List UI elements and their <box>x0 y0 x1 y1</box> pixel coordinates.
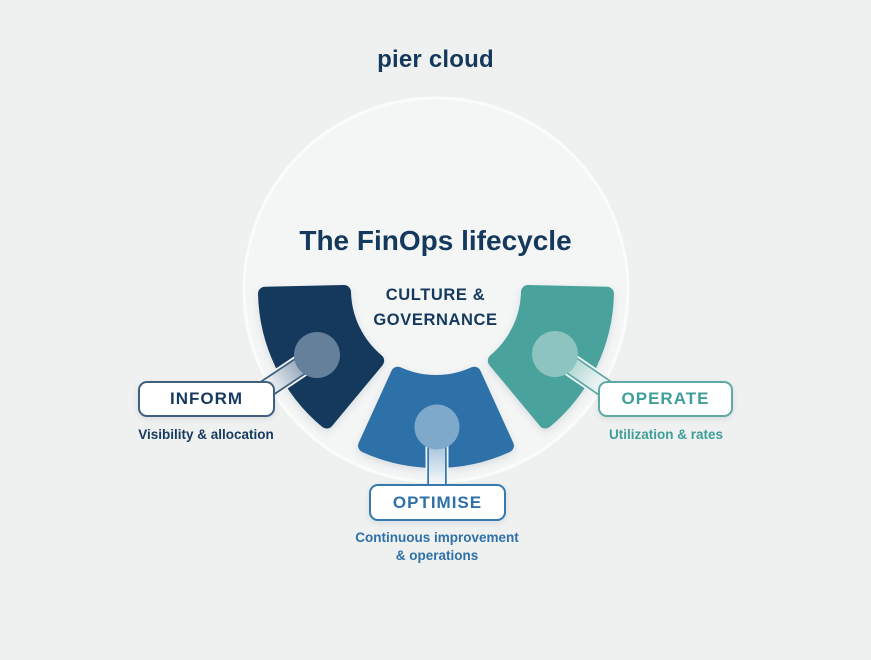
operate-connector-dot <box>532 331 578 377</box>
optimise-label: OPTIMISE <box>392 492 483 512</box>
inform-label-box: INFORM <box>138 381 275 417</box>
optimise-connector-dot <box>414 404 460 450</box>
inform-sublabel: Visibility & allocation <box>138 427 274 442</box>
operate-sublabel: Utilization & rates <box>608 427 724 442</box>
inform-connector-dot <box>294 332 340 378</box>
optimise-sublabel-line1: Continuous improvement <box>355 530 519 545</box>
optimise-label-box: OPTIMISE <box>369 484 506 521</box>
center-label-line2: GOVERNANCE <box>373 311 498 329</box>
optimise-sublabel-line2: & operations <box>395 548 479 563</box>
operate-label-box: OPERATE <box>598 381 733 417</box>
pier-cloud-logo: pier cloud <box>377 46 494 73</box>
operate-label: OPERATE <box>621 389 710 408</box>
center-label-line1: CULTURE & <box>385 286 486 304</box>
culture-governance-label: CULTURE & GOVERNANCE <box>0 283 871 333</box>
inform-label: INFORM <box>169 389 244 408</box>
optimise-sublabel: Continuous improvement & operations <box>337 529 537 565</box>
diagram-title: The FinOps lifecycle <box>299 225 572 256</box>
